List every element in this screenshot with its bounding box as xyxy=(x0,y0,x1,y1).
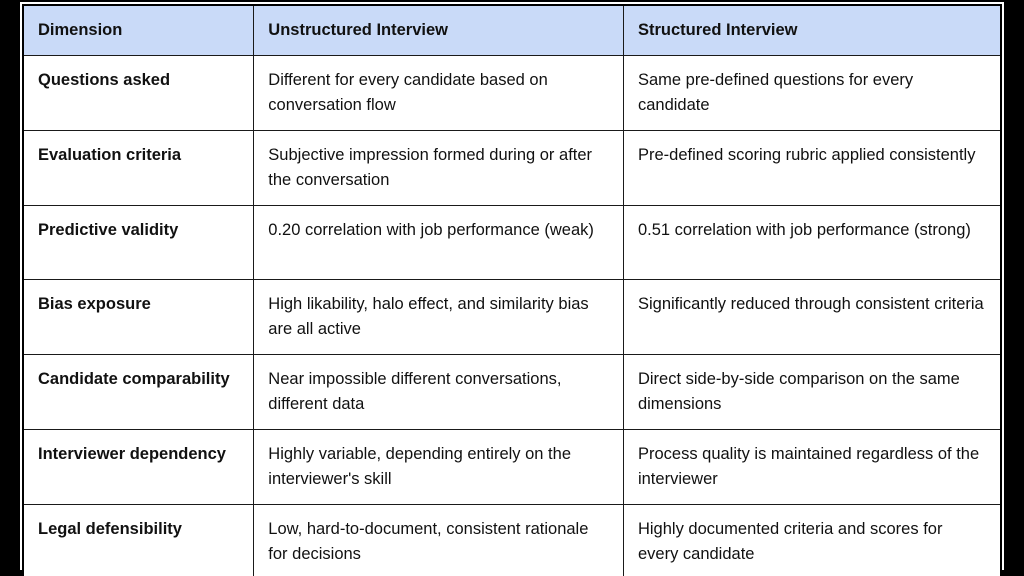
cell-structured: Significantly reduced through consistent… xyxy=(622,278,1002,355)
table-row-evaluation-criteria: Evaluation criteria Subjective impressio… xyxy=(22,130,1002,206)
row-dimension-label: Bias exposure xyxy=(22,278,255,355)
cell-unstructured: Near impossible different conversations,… xyxy=(253,353,624,430)
column-header-dimension: Dimension xyxy=(22,4,255,56)
column-header-structured-interview: Structured Interview xyxy=(622,4,1002,56)
table-row-bias-exposure: Bias exposure High likability, halo effe… xyxy=(22,278,1002,355)
cell-unstructured: 0.20 correlation with job performance (w… xyxy=(253,205,624,280)
header-row: Dimension Unstructured Interview Structu… xyxy=(22,4,1002,56)
cell-structured: Highly documented criteria and scores fo… xyxy=(622,503,1002,576)
row-dimension-label: Questions asked xyxy=(22,55,255,131)
cell-structured: Pre-defined scoring rubric applied consi… xyxy=(622,130,1002,206)
interview-comparison-table: Dimension Unstructured Interview Structu… xyxy=(22,4,1002,576)
table-row-questions-asked: Questions asked Different for every cand… xyxy=(22,55,1002,131)
cell-unstructured: Different for every candidate based on c… xyxy=(253,55,624,131)
table-row-candidate-comparability: Candidate comparability Near impossible … xyxy=(22,353,1002,430)
cell-unstructured: Low, hard-to-document, consistent ration… xyxy=(253,503,624,576)
row-dimension-label: Interviewer dependency xyxy=(22,428,255,505)
cell-unstructured: Highly variable, depending entirely on t… xyxy=(253,428,624,505)
cell-unstructured: High likability, halo effect, and simila… xyxy=(253,278,624,355)
cell-structured: Direct side-by-side comparison on the sa… xyxy=(622,353,1002,430)
cell-structured: Same pre-defined questions for every can… xyxy=(622,55,1002,131)
table-row-interviewer-dependency: Interviewer dependency Highly variable, … xyxy=(22,428,1002,505)
table-row-legal-defensibility: Legal defensibility Low, hard-to-documen… xyxy=(22,503,1002,576)
row-dimension-label: Candidate comparability xyxy=(22,353,255,430)
row-dimension-label: Evaluation criteria xyxy=(22,130,255,206)
column-header-unstructured-interview: Unstructured Interview xyxy=(253,4,624,56)
slide-canvas: Dimension Unstructured Interview Structu… xyxy=(20,2,1004,576)
cell-unstructured: Subjective impression formed during or a… xyxy=(253,130,624,206)
cell-structured: Process quality is maintained regardless… xyxy=(622,428,1002,505)
table-row-predictive-validity: Predictive validity 0.20 correlation wit… xyxy=(22,205,1002,280)
row-dimension-label: Predictive validity xyxy=(22,205,255,280)
row-dimension-label: Legal defensibility xyxy=(22,503,255,576)
cell-structured: 0.51 correlation with job performance (s… xyxy=(622,205,1002,280)
